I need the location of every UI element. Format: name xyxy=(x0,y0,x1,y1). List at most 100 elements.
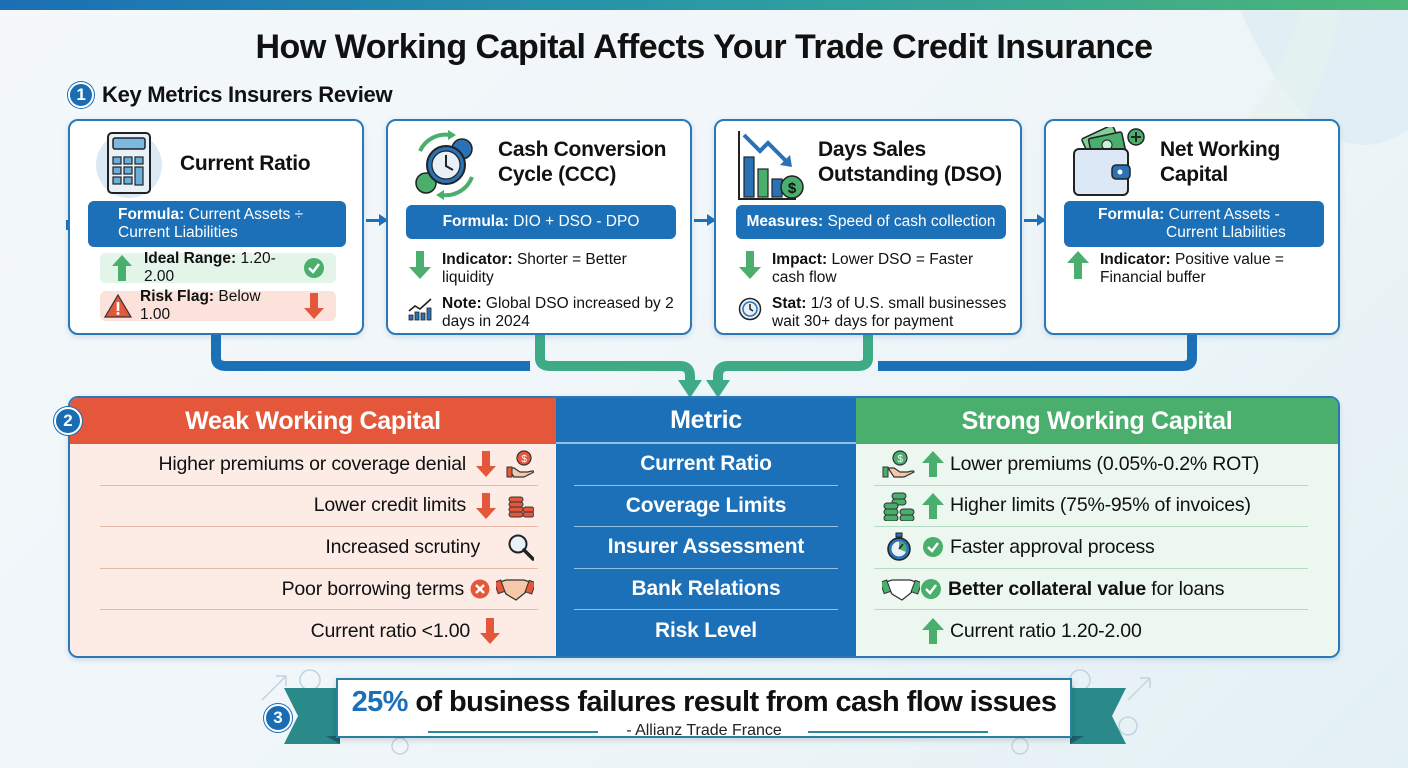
table-row: Better collateral value for loans xyxy=(874,569,1308,611)
risk-flag-value: Below 1.00 xyxy=(140,288,261,323)
trend-chart-icon xyxy=(406,295,434,323)
metric-card-current-ratio: Current Ratio Formula: Current Assets ÷ … xyxy=(68,119,364,335)
impact-row: Impact: Lower DSO = Faster cash flow xyxy=(736,251,1006,287)
pill-label: Formula: xyxy=(118,206,185,223)
check-circle-icon xyxy=(300,254,328,282)
metric-card-cash-conversion-cycle: Cash Conversion Cycle (CCC) Formula: DIO… xyxy=(386,119,692,335)
warning-triangle-icon xyxy=(104,292,132,320)
metric-row: Insurer Assessment xyxy=(574,527,838,569)
connector-arrow xyxy=(694,214,716,226)
impact-text: Lower DSO = Faster cash flow xyxy=(772,251,974,286)
metric-row: Bank Relations xyxy=(574,569,838,611)
clock-icon xyxy=(736,295,764,323)
table-row: Higher premiums or coverage denial $ xyxy=(100,444,538,486)
arrow-down-icon xyxy=(472,492,500,520)
pill-text: Speed of cash collection xyxy=(827,213,996,230)
connector-arrow xyxy=(366,214,388,226)
pill-label: Formula: xyxy=(442,213,509,230)
metric-column: Metric Current Ratio Coverage Limits Ins… xyxy=(556,398,856,656)
impact-label: Impact: xyxy=(772,251,828,268)
divider-line xyxy=(428,731,598,733)
indicator-label: Indicator: xyxy=(442,251,513,268)
comparison-table: Weak Working Capital Higher premiums or … xyxy=(68,396,1340,658)
hand-coin-icon: $ xyxy=(506,450,534,478)
row-text: Higher limits (75%-95% of invoices) xyxy=(950,494,1251,517)
formula-pill: Formula: Current Assets - Current Llabil… xyxy=(1064,201,1324,247)
stat-percentage: 25% xyxy=(351,686,409,718)
formula-pill: Formula: DIO + DSO - DPO xyxy=(406,205,676,239)
arrow-up-icon xyxy=(922,617,944,645)
risk-flag-label: Risk Flag: xyxy=(140,288,215,305)
card-title-line1: Days Sales xyxy=(818,138,926,161)
weak-column-header: Weak Working Capital xyxy=(70,398,556,444)
handshake-icon xyxy=(882,575,920,603)
table-row: Increased scrutiny xyxy=(100,527,538,569)
table-row: Faster approval process xyxy=(874,527,1308,569)
ideal-range-value: 1.20-2.00 xyxy=(144,250,276,285)
stopwatch-icon xyxy=(882,532,916,562)
row-text: Higher premiums or coverage denial xyxy=(158,452,466,475)
arrow-up-icon xyxy=(922,492,944,520)
check-circle-icon xyxy=(920,575,942,603)
x-circle-icon xyxy=(470,575,490,603)
step-number-badge: 1 xyxy=(68,82,94,108)
arrow-down-icon xyxy=(476,617,504,645)
arrow-down-icon xyxy=(300,292,328,320)
indicator-row: Indicator: Positive value = Financial bu… xyxy=(1064,251,1324,287)
card-title: Net Working Capital xyxy=(1160,137,1280,187)
ideal-range-row: Ideal Range: 1.20-2.00 xyxy=(100,250,336,285)
stat-row: Stat: 1/3 of U.S. small businesses wait … xyxy=(736,295,1016,331)
handshake-icon xyxy=(496,575,534,603)
stat-source: - Allianz Trade France xyxy=(626,722,782,739)
measures-pill: Measures: Speed of cash collection xyxy=(736,205,1006,239)
table-row: Current ratio <1.00 xyxy=(100,610,538,652)
note-text: Global DSO increased by 2 days in 2024 xyxy=(442,295,674,330)
stat-text: of business failures result from cash fl… xyxy=(407,686,1057,718)
arrow-down-icon xyxy=(406,251,434,279)
flow-connector-arrows xyxy=(211,335,1197,398)
pill-label: Measures: xyxy=(746,213,824,230)
table-row: Higher limits (75%-95% of invoices) xyxy=(874,486,1308,528)
table-row: Lower credit limits xyxy=(100,486,538,528)
declining-bar-chart-dollar-icon: $ xyxy=(738,131,804,200)
strong-column-header: Strong Working Capital xyxy=(856,398,1338,444)
indicator-text: Positive value = Financial buffer xyxy=(1100,251,1284,286)
calculator-icon xyxy=(96,132,162,198)
divider-line xyxy=(808,731,988,733)
page-title: How Working Capital Affects Your Trade C… xyxy=(255,28,1153,66)
ribbon-banner-decoration xyxy=(261,669,1151,755)
stat-headline: 25% of business failures result from cas… xyxy=(338,686,1070,719)
metric-card-net-working-capital: Net Working Capital Formula: Current Ass… xyxy=(1044,119,1340,335)
section-1-heading: 1 Key Metrics Insurers Review xyxy=(68,82,393,108)
stat-text: 1/3 of U.S. small businesses wait 30+ da… xyxy=(772,295,1007,330)
indicator-text: Shorter = Better liquidity xyxy=(442,251,627,286)
row-text: Current ratio <1.00 xyxy=(310,619,471,642)
pill-text: Current Assets ÷ Current Liabilities xyxy=(118,206,304,241)
coin-stack-icon xyxy=(506,492,534,520)
metric-row: Current Ratio xyxy=(574,444,838,486)
stat-banner: 25% of business failures result from cas… xyxy=(336,678,1072,739)
wallet-cash-icon xyxy=(1073,127,1145,196)
card-title: Current Ratio xyxy=(180,152,311,175)
pill-label: Formula: xyxy=(1098,206,1165,223)
arrow-down-icon xyxy=(736,251,764,279)
row-text: Current ratio 1.20-2.00 xyxy=(950,619,1142,642)
formula-pill: Formula: Current Assets ÷ Current Liabil… xyxy=(88,201,346,247)
row-text: Lower credit limits xyxy=(313,494,466,517)
row-text-bold: Better collateral value xyxy=(948,577,1147,600)
hand-coin-icon: $ xyxy=(882,450,916,478)
arrow-up-icon xyxy=(922,450,944,478)
table-row: Poor borrowing terms xyxy=(100,569,538,611)
row-text: Faster approval process xyxy=(950,535,1155,558)
svg-text:$: $ xyxy=(788,180,797,197)
metric-card-days-sales-outstanding: $ Days Sales Outstanding (DSO) Measures:… xyxy=(714,119,1022,335)
card-title: Cash Conversion Cycle (CCC) xyxy=(498,137,667,187)
step-number-badge: 3 xyxy=(264,704,292,732)
check-circle-icon xyxy=(922,533,944,561)
card-title: Days Sales Outstanding (DSO) xyxy=(818,137,1002,187)
svg-text:$: $ xyxy=(521,454,527,465)
card-title-line1: Cash Conversion xyxy=(498,138,667,161)
ideal-range-label: Ideal Range: xyxy=(144,250,237,267)
arrow-up-icon xyxy=(108,254,136,282)
stat-label: Stat: xyxy=(772,295,807,312)
